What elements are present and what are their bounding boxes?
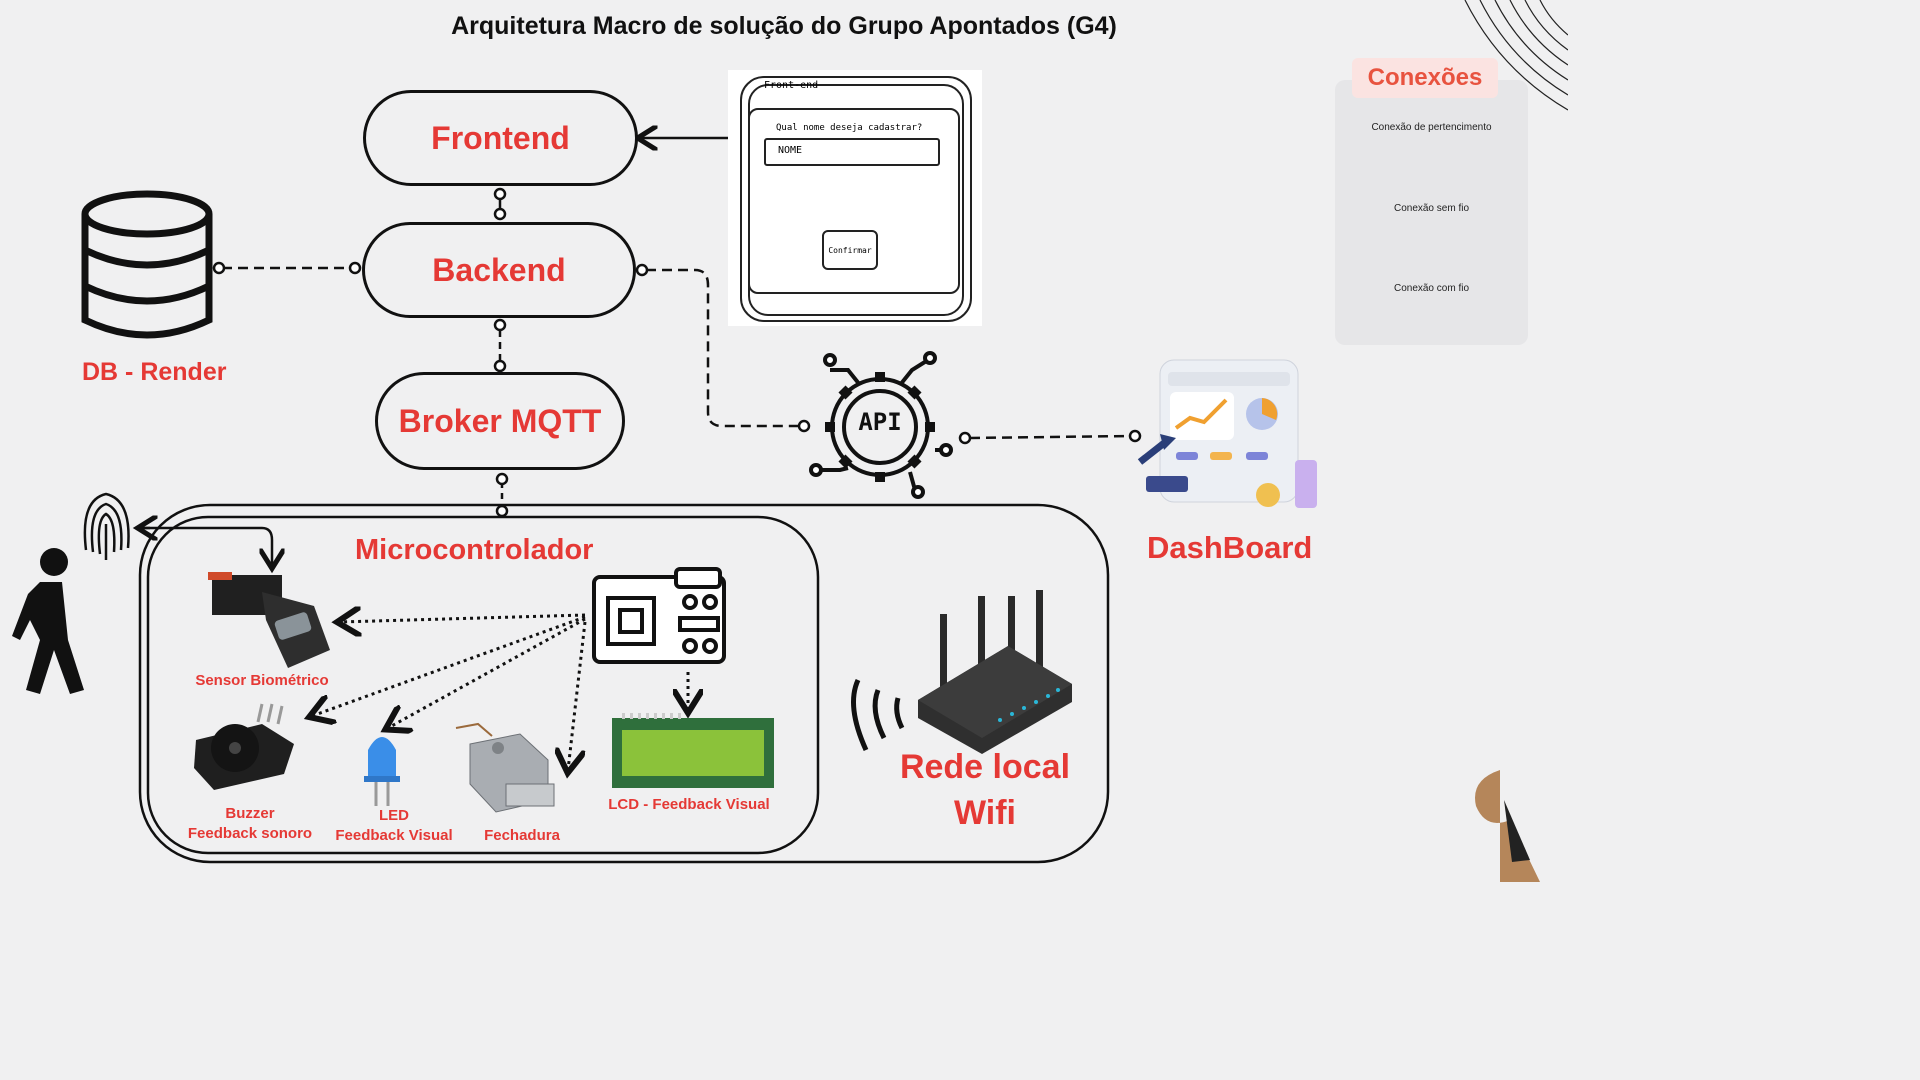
frontend-label: Frontend — [431, 119, 570, 156]
api-dashboard-link — [958, 429, 1142, 445]
db-label: DB - Render — [82, 358, 227, 386]
sensor-label: Sensor Biométrico — [195, 672, 329, 689]
person-icon — [12, 548, 84, 694]
broker-micro-link — [495, 472, 509, 518]
frontend-node: Frontend — [363, 90, 638, 186]
backend-api-link — [635, 263, 811, 433]
database-icon — [81, 190, 213, 339]
corner-decoration — [1464, 0, 1568, 111]
dashboard-label: DashBoard — [1147, 530, 1313, 565]
sensor-link-arrow — [136, 526, 272, 566]
led-icon — [364, 737, 400, 806]
frontend-backend-link — [493, 187, 507, 221]
legend-panel — [1335, 80, 1528, 345]
legend-item-wireless: Conexão sem fio — [1393, 203, 1470, 214]
frontend-mockup: Front-end Qual nome deseja cadastrar? NO… — [728, 70, 982, 326]
fingerprint-icon — [83, 492, 130, 560]
lcd-label: LCD - Feedback Visual — [608, 796, 770, 813]
microcontroller-boundary — [146, 515, 820, 855]
lock-label: Fechadura — [484, 827, 560, 844]
api-icon — [809, 351, 953, 499]
api-label: API — [858, 408, 902, 436]
legend-title: Conexões — [1352, 58, 1498, 98]
backend-broker-link — [493, 318, 507, 373]
broker-label: Broker MQTT — [398, 402, 602, 439]
backend-node: Backend — [362, 222, 636, 318]
lock-icon — [455, 722, 555, 813]
mockup-confirm-button[interactable]: Confirmar — [822, 230, 878, 270]
microcontroller-icon — [592, 567, 726, 664]
legend-item-belonging: Conexão de pertencimento — [1371, 122, 1492, 133]
biometric-sensor-icon — [208, 572, 330, 668]
dashboard-icon — [1137, 359, 1317, 508]
mockup-header: Front-end — [764, 80, 819, 91]
diagram-canvas — [12, 0, 1568, 882]
microcontroller-label: Microcontrolador — [355, 534, 594, 566]
broker-node: Broker MQTT — [375, 372, 625, 470]
pencil-decoration — [1475, 770, 1540, 882]
lcd-icon — [612, 713, 774, 788]
micro-peripheral-links — [312, 615, 688, 770]
system-boundary — [138, 503, 1110, 864]
wifi-label: Rede local Wifi — [899, 748, 1071, 832]
legend-item-wired: Conexão com fio — [1393, 283, 1470, 294]
router-icon — [851, 590, 1072, 754]
backend-label: Backend — [432, 251, 566, 288]
mockup-question: Qual nome deseja cadastrar? — [776, 123, 923, 133]
db-backend-link — [212, 261, 362, 275]
diagram-title: Arquitetura Macro de solução do Grupo Ap… — [451, 12, 1117, 40]
mockup-name-input[interactable]: NOME — [764, 138, 940, 166]
buzzer-icon — [194, 703, 294, 790]
